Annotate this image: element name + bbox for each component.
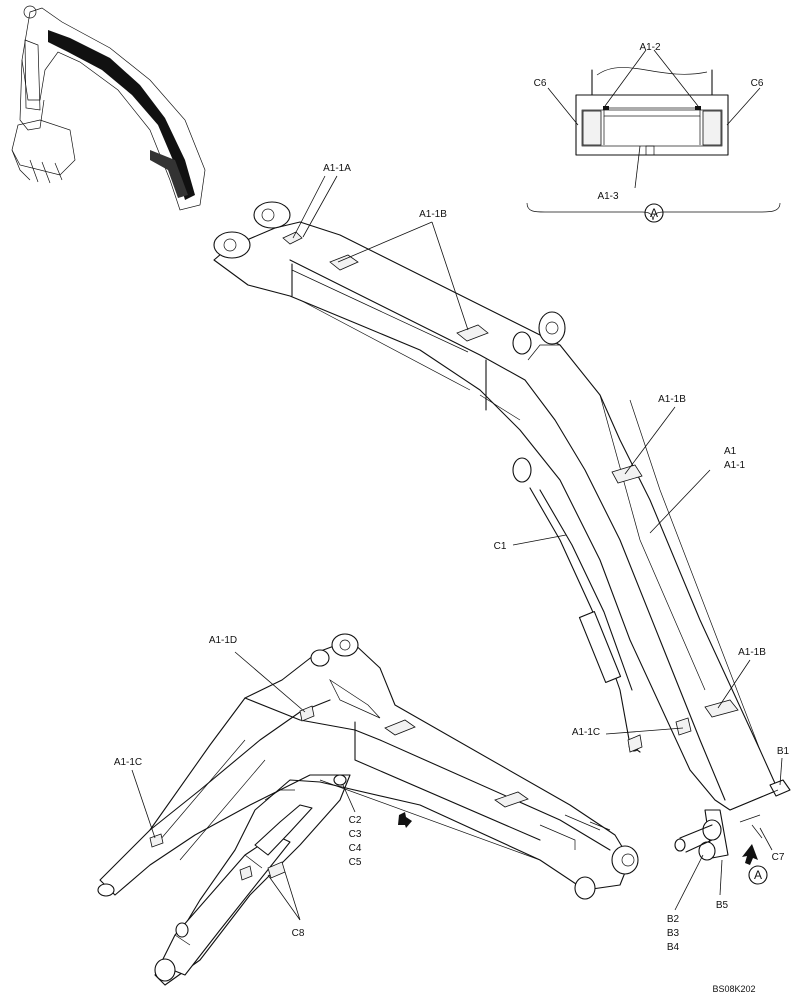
label-c4: C4 <box>349 843 362 854</box>
label-b1: B1 <box>777 746 790 757</box>
wear-pad <box>282 231 303 245</box>
label-a1-1: A1-1 <box>724 460 746 471</box>
boom-assembly <box>97 633 639 986</box>
label-a1-1b-low: A1-1B <box>738 647 766 658</box>
label-c5: C5 <box>349 857 362 868</box>
wear-pad <box>384 719 416 736</box>
direction-arrows: A <box>398 812 768 885</box>
wear-pad <box>611 464 643 484</box>
wear-pad <box>456 324 489 342</box>
arrow-icon <box>742 844 758 865</box>
detail-view-a: A A1-2 C6 C6 A1-3 <box>526 42 781 223</box>
label-a1-3: A1-3 <box>597 191 619 202</box>
label-a1-2: A1-2 <box>639 42 661 53</box>
label-a1-1a: A1-1A <box>323 163 351 174</box>
wear-pad <box>329 254 359 271</box>
label-c7: C7 <box>772 852 785 863</box>
label-a1-1c-right: A1-1C <box>572 727 600 738</box>
excavator-thumbnail <box>11 5 206 211</box>
label-c3: C3 <box>349 829 362 840</box>
drawing-code: BS08K202 <box>712 984 755 994</box>
label-b2: B2 <box>667 914 680 925</box>
label-c8: C8 <box>292 928 305 939</box>
label-b5: B5 <box>716 900 729 911</box>
label-a1-1c-left: A1-1C <box>114 757 142 768</box>
label-a1-1d: A1-1D <box>209 635 237 646</box>
label-c1: C1 <box>494 541 507 552</box>
label-b4: B4 <box>667 942 680 953</box>
wear-pad <box>299 705 315 722</box>
view-marker-label-main: A <box>754 868 762 882</box>
view-marker-label: A <box>650 206 658 220</box>
label-a1: A1 <box>724 446 737 457</box>
label-c6-right: C6 <box>751 78 764 89</box>
wear-pad <box>239 865 253 881</box>
callout-labels: A1-1A A1-1B A1-1B A1 A1-1 C1 A1-1B A1-1D… <box>114 163 790 994</box>
leader-lines <box>131 175 783 921</box>
arrow-icon <box>398 812 412 828</box>
label-a1-1b-top: A1-1B <box>419 209 447 220</box>
label-c2: C2 <box>349 815 362 826</box>
wear-pad <box>494 791 529 808</box>
wear-pad <box>627 734 643 753</box>
wear-pad <box>675 717 692 736</box>
label-a1-1b-mid: A1-1B <box>658 394 686 405</box>
label-c6-left: C6 <box>534 78 547 89</box>
wear-pad <box>149 833 164 848</box>
arm-assembly <box>213 201 791 861</box>
label-b3: B3 <box>667 928 680 939</box>
